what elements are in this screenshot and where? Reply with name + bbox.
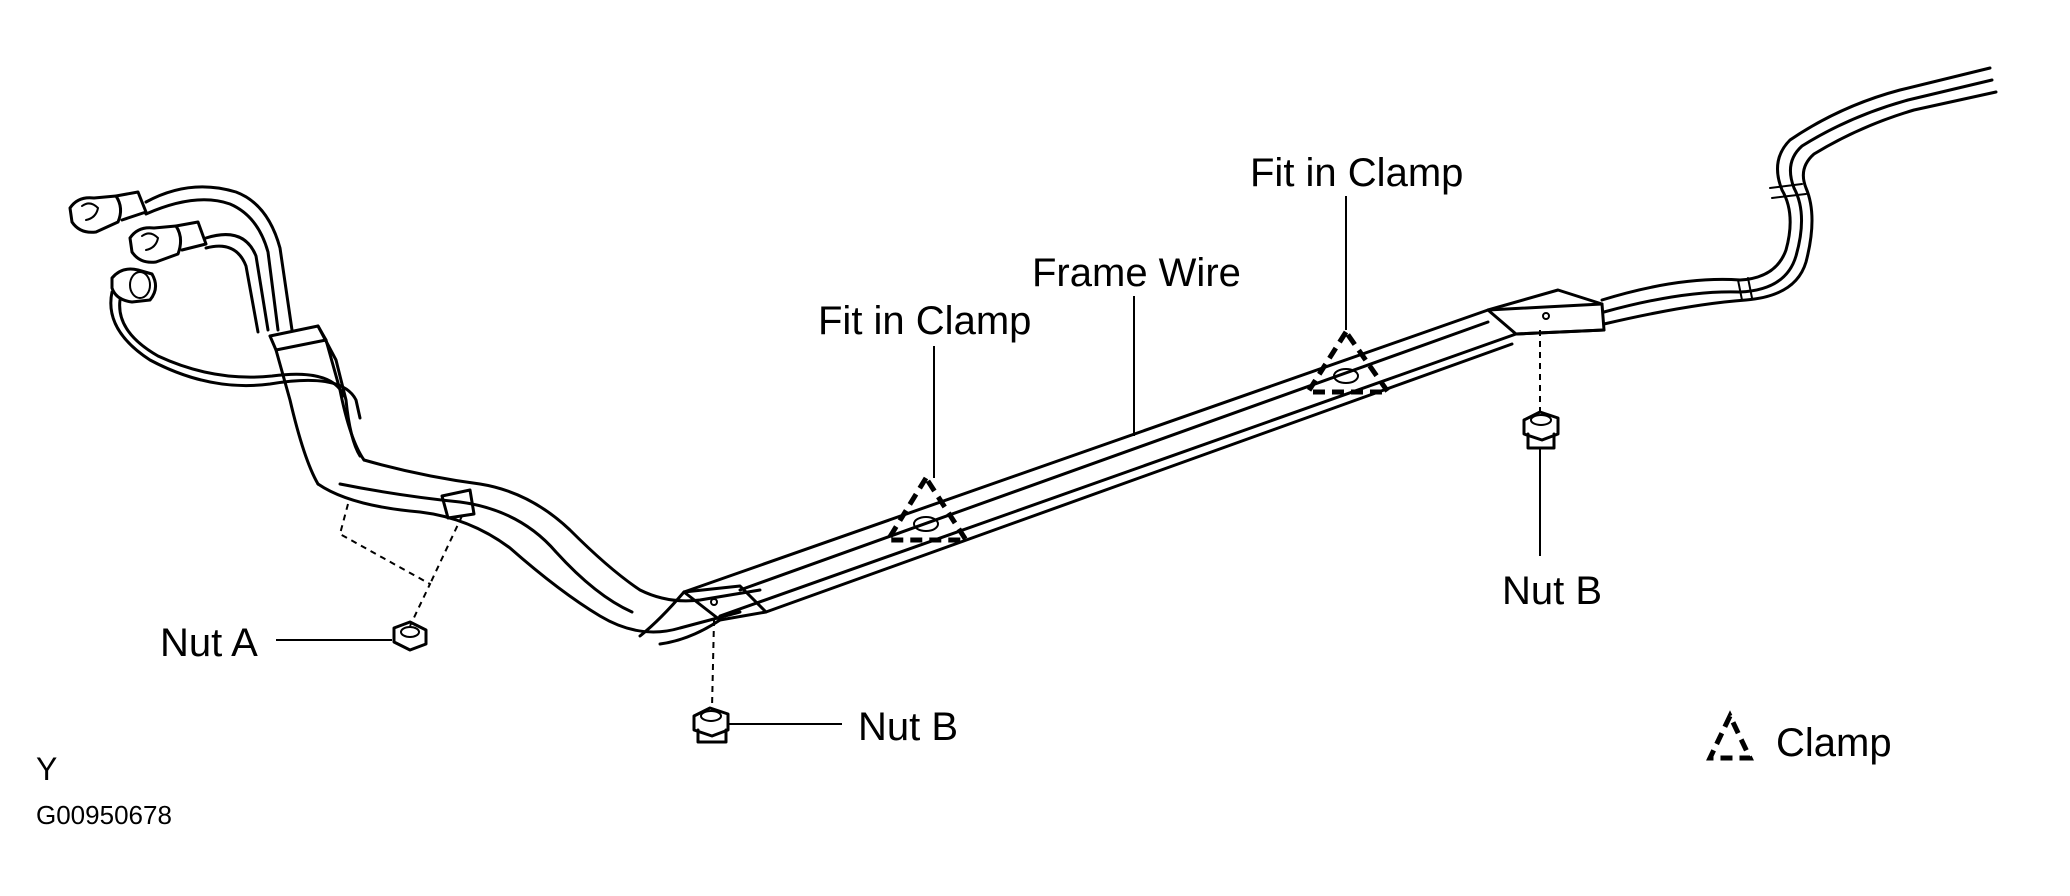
leader-lines — [276, 196, 1541, 725]
code-letter: Y — [36, 751, 57, 787]
figure-id: G00950678 — [36, 800, 172, 830]
frame-wire-bar — [638, 288, 1606, 646]
nut-b-label-right: Nut B — [1502, 569, 1602, 613]
clamp-symbol-left — [883, 473, 971, 543]
connector-group — [68, 185, 362, 420]
clamp-symbol-right — [1303, 327, 1393, 395]
dashed-triangle-icon — [1706, 710, 1754, 761]
frame-wire-label: Frame Wire — [1032, 251, 1241, 295]
connector-plug-1 — [68, 190, 148, 234]
nut-b-label-bottom: Nut B — [858, 705, 958, 749]
harness-sleeve — [268, 324, 762, 634]
install-guides — [338, 330, 1541, 709]
fit-in-clamp-label-right: Fit in Clamp — [1250, 151, 1463, 195]
wire-bundle-right — [1600, 66, 1998, 326]
legend-clamp-label: Clamp — [1776, 721, 1892, 765]
connector-plug-3 — [110, 267, 157, 304]
fit-in-clamp-label-left: Fit in Clamp — [818, 299, 1031, 343]
nut-a-icon — [392, 620, 428, 652]
legend: Clamp — [1706, 710, 1892, 765]
connector-plug-2 — [128, 220, 208, 264]
nut-b-right-icon — [1522, 410, 1560, 450]
nut-b-bottom-icon — [692, 706, 730, 744]
nut-a-label: Nut A — [160, 621, 258, 665]
